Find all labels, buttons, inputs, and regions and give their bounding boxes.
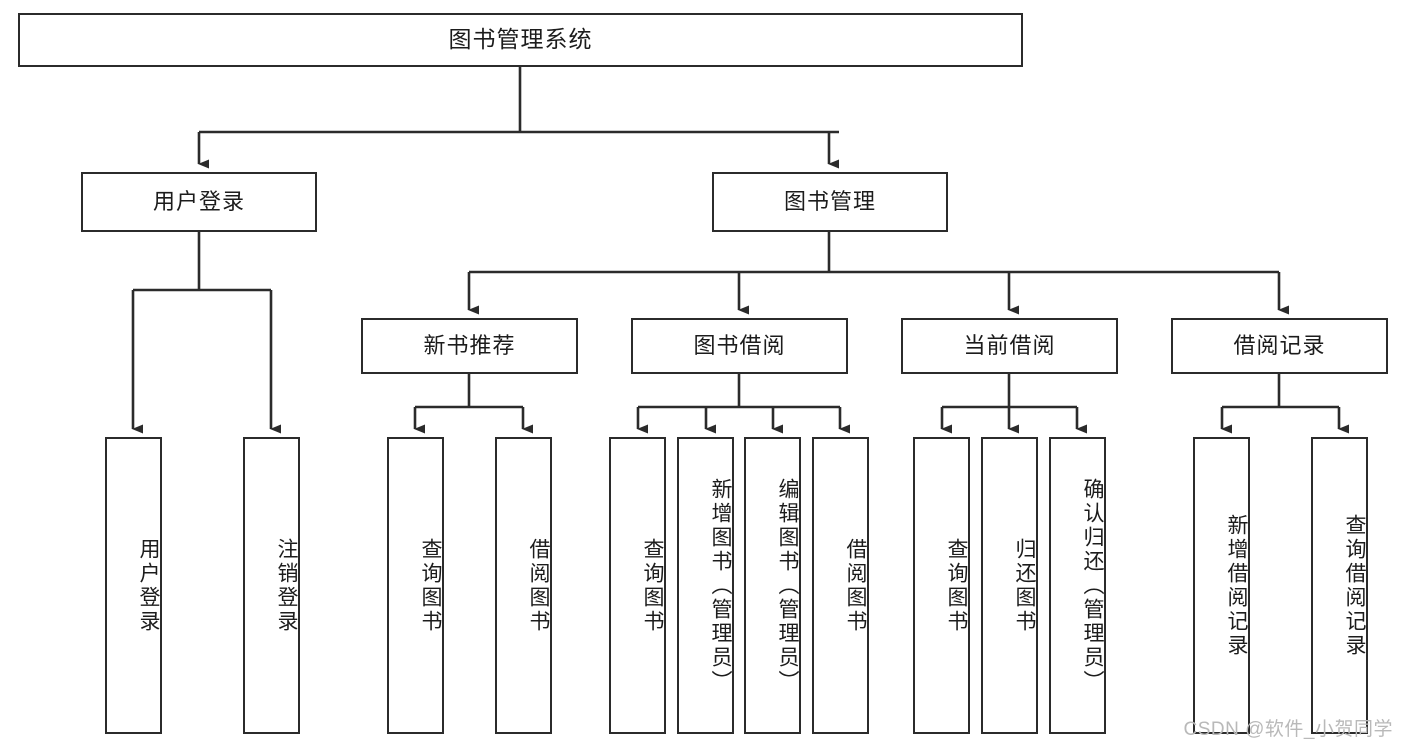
leaf-book-borrow-add[interactable]: 新增图书（管理员） (677, 437, 734, 734)
node-label: 当前借阅 (963, 332, 1056, 358)
node-label: 用户登录 (152, 188, 245, 214)
node-label: 确认归还（管理员） (1081, 477, 1104, 694)
leaf-borrow-record-query[interactable]: 查询借阅记录 (1311, 437, 1368, 734)
node-label: 查询借阅记录 (1343, 513, 1366, 658)
node-current-borrow[interactable]: 当前借阅 (901, 318, 1118, 374)
node-book-management[interactable]: 图书管理 (712, 172, 948, 232)
node-label: 归还图书 (1013, 537, 1036, 634)
node-label: 查询图书 (419, 537, 442, 634)
node-label: 图书管理 (783, 188, 876, 214)
node-label: 新增图书（管理员） (709, 477, 732, 694)
node-label: 新书推荐 (423, 332, 516, 358)
node-new-book-recommend[interactable]: 新书推荐 (361, 318, 578, 374)
node-label: 用户登录 (137, 537, 160, 634)
node-label: 查询图书 (945, 537, 968, 634)
node-label: 查询图书 (641, 537, 664, 634)
node-user-login[interactable]: 用户登录 (81, 172, 317, 232)
leaf-new-book-borrow[interactable]: 借阅图书 (495, 437, 552, 734)
leaf-current-borrow-query[interactable]: 查询图书 (913, 437, 970, 734)
node-label: 注销登录 (275, 537, 298, 634)
leaf-current-borrow-confirm-return[interactable]: 确认归还（管理员） (1049, 437, 1106, 734)
node-label: 借阅记录 (1233, 332, 1326, 358)
node-label: 图书借阅 (693, 332, 786, 358)
node-book-management-system[interactable]: 图书管理系统 (18, 13, 1023, 67)
node-label: 编辑图书（管理员） (776, 477, 799, 694)
node-label: 借阅图书 (844, 537, 867, 634)
leaf-user-login-login[interactable]: 用户登录 (105, 437, 162, 734)
leaf-current-borrow-return[interactable]: 归还图书 (981, 437, 1038, 734)
node-borrow-record[interactable]: 借阅记录 (1171, 318, 1388, 374)
leaf-book-borrow-edit[interactable]: 编辑图书（管理员） (744, 437, 801, 734)
leaf-borrow-record-add[interactable]: 新增借阅记录 (1193, 437, 1250, 734)
node-label: 新增借阅记录 (1225, 513, 1248, 658)
leaf-user-login-logout[interactable]: 注销登录 (243, 437, 300, 734)
node-label: 图书管理系统 (448, 26, 593, 53)
node-label: 借阅图书 (527, 537, 550, 634)
leaf-book-borrow-query[interactable]: 查询图书 (609, 437, 666, 734)
leaf-new-book-query[interactable]: 查询图书 (387, 437, 444, 734)
leaf-book-borrow-borrow[interactable]: 借阅图书 (812, 437, 869, 734)
node-book-borrow[interactable]: 图书借阅 (631, 318, 848, 374)
